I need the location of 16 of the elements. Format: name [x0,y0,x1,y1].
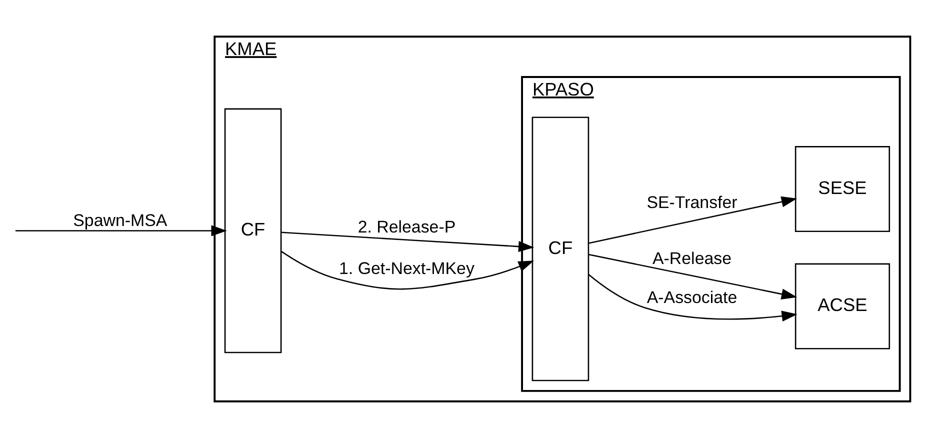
arrow [281,250,534,290]
arrow [15,225,227,236]
node-box: ACSE [794,263,890,350]
arrow [588,254,798,300]
arrow [588,274,798,322]
edge-label: 1. Get-Next-MKey [339,259,474,278]
node-box: CF [224,108,282,354]
arrow [588,196,798,244]
edge-label: 2. Release-P [358,218,456,237]
node-box: SESE [794,146,890,232]
edge-label: SE-Transfer [646,192,738,212]
arrow [281,232,534,252]
node-box: CF [532,116,590,382]
edge-label: Spawn-MSA [73,211,168,230]
edge-label: A-Associate [646,288,738,307]
edge-label: A-Release [652,248,732,268]
